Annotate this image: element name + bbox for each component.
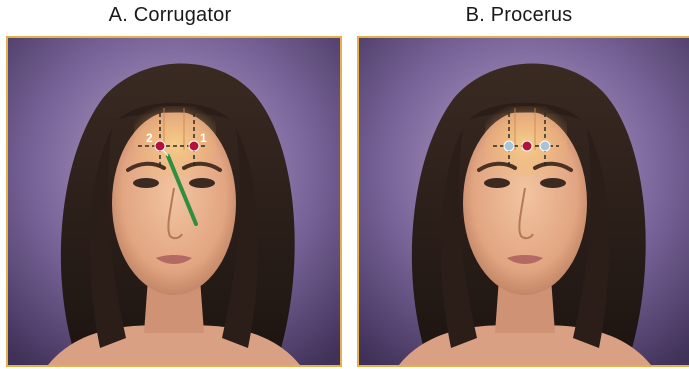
- left-eye: [133, 178, 159, 188]
- procerus-illustration: [359, 38, 689, 365]
- injection-point-center: [522, 141, 532, 151]
- right-eye: [189, 178, 215, 188]
- right-eye: [540, 178, 566, 188]
- injection-point-1: [189, 141, 199, 151]
- left-eye: [484, 178, 510, 188]
- panel-corrugator: 2 1: [6, 36, 342, 367]
- reference-point-left: [504, 141, 514, 151]
- panel-procerus: [357, 36, 689, 367]
- panel-a-title: A. Corrugator: [0, 4, 340, 27]
- marker-label-1: 1: [200, 131, 207, 145]
- panel-b-title: B. Procerus: [349, 4, 689, 27]
- corrugator-illustration: 2 1: [8, 38, 340, 365]
- injection-point-2: [155, 141, 165, 151]
- marker-label-2: 2: [146, 131, 153, 145]
- reference-point-right: [540, 141, 550, 151]
